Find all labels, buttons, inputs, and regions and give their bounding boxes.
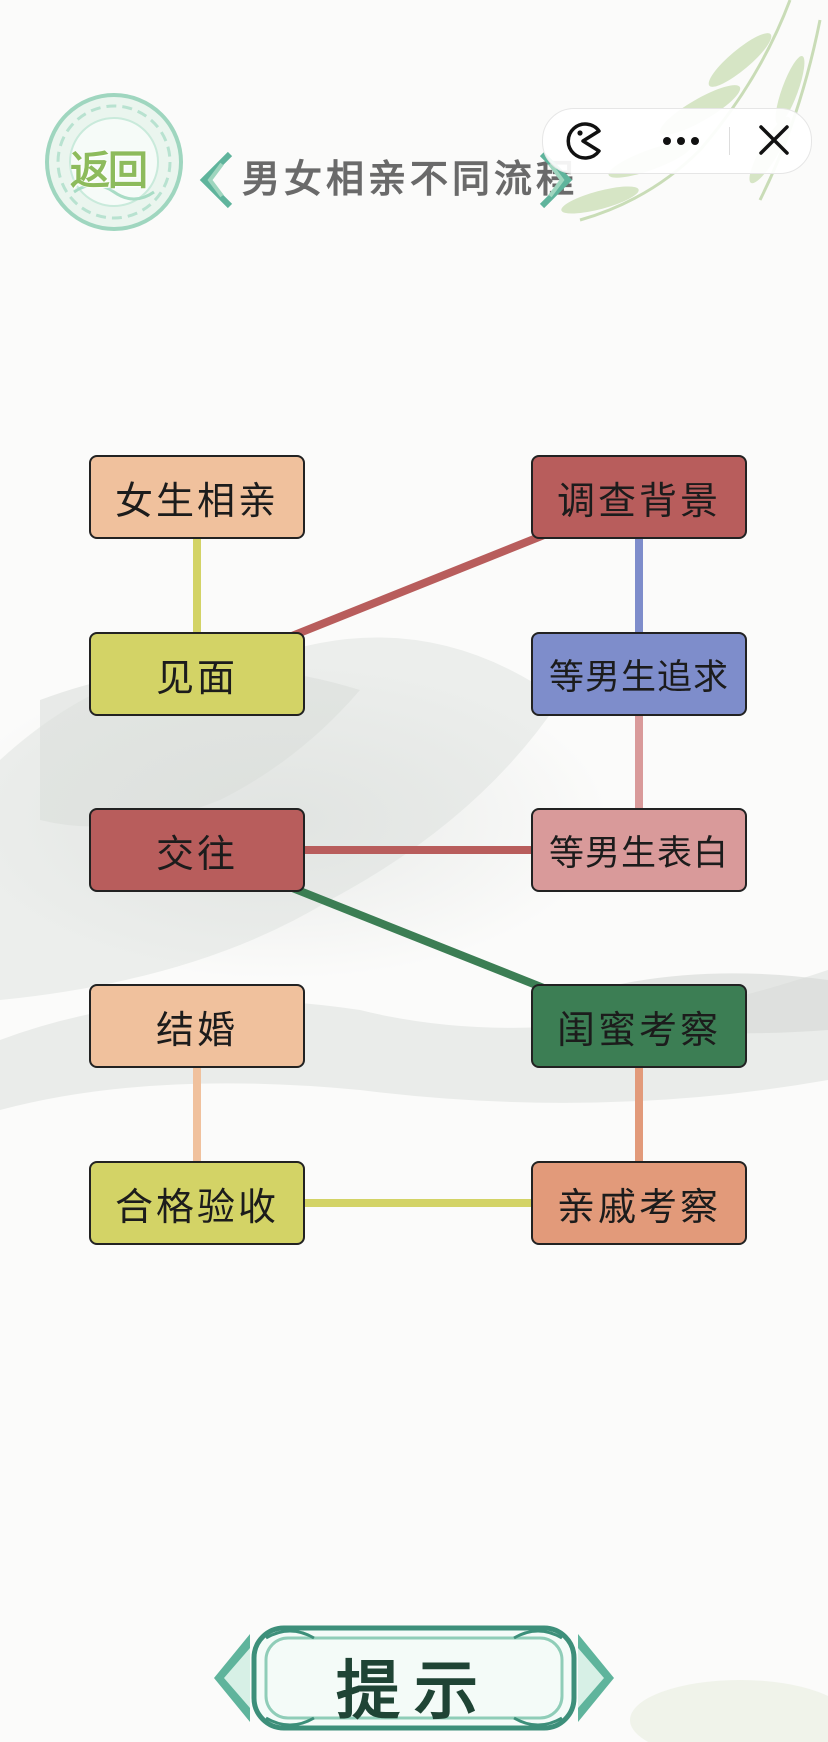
hint-button-label: 提示 [336,1654,492,1729]
page-title: 男女相亲不同流程 [242,156,579,201]
close-button[interactable] [731,109,811,173]
miniprogram-capsule [542,108,812,174]
card-c9[interactable]: 合格验收 [89,1161,305,1245]
card-c6[interactable]: 等男生表白 [531,808,747,892]
back-button-ornament-icon [45,93,183,231]
capsule-divider [729,127,730,155]
back-button-label: 返回 [70,147,148,194]
hint-button[interactable]: 提示 [210,1620,618,1736]
card-c3[interactable]: 见面 [89,632,305,716]
hint-button-frame-icon [214,1625,614,1731]
card-c2[interactable]: 调查背景 [531,455,747,539]
pacman-icon [566,122,601,160]
back-button[interactable]: 返回 [44,92,184,232]
close-icon [759,125,789,155]
card-c4[interactable]: 等男生追求 [531,632,747,716]
card-c10[interactable]: 亲戚考察 [531,1161,747,1245]
title-left-chevron-icon [199,151,233,209]
more-dots-icon [663,137,699,145]
game-center-button[interactable] [543,109,623,173]
card-c5[interactable]: 交往 [89,808,305,892]
card-c1[interactable]: 女生相亲 [89,455,305,539]
more-button[interactable] [627,109,727,173]
card-c8[interactable]: 闺蜜考察 [531,984,747,1068]
card-c7[interactable]: 结婚 [89,984,305,1068]
